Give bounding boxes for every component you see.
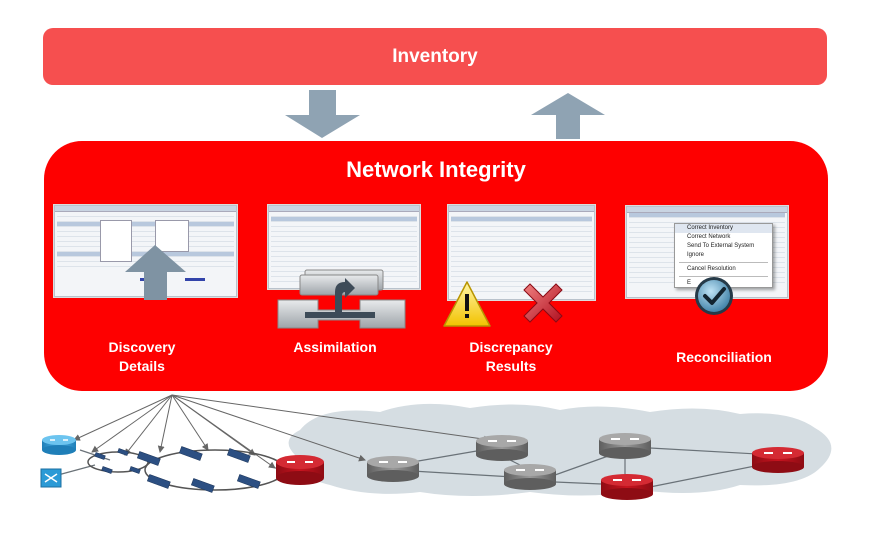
stage-line2: Details [119,358,165,374]
stage-line2: Results [485,358,537,374]
discrepancy-results-screenshot [448,205,595,300]
menu-item-partial[interactable]: E [687,280,692,286]
stage-label-reconciliation: Reconciliation [664,348,784,367]
gray-router-icon [476,435,528,461]
arrow-up-icon [531,93,605,139]
network-links [57,446,776,488]
stage-line1: Assimilation [293,339,377,355]
optical-node [129,466,141,474]
blue-router-icon [42,435,76,455]
stage-line1: Discovery [108,339,176,355]
red-router-icon [601,474,653,500]
menu-item-correct-network[interactable]: Correct Network [687,234,731,240]
stage-line1: Discrepancy [469,339,553,355]
red-router-icon [276,455,324,485]
stage-label-discovery: Discovery Details [92,338,192,376]
stage-label-assimilation: Assimilation [285,338,385,357]
menu-item-send-external[interactable]: Send To External System [687,243,755,249]
gray-router-icon [504,464,556,490]
reconciliation-context-menu: Correct Inventory Correct Network Send T… [674,223,773,288]
optical-node [136,451,161,466]
optical-node [146,474,171,489]
optical-node [178,446,203,461]
stage-label-discrepancy: Discrepancy Results [461,338,561,376]
network-integrity-title: Network Integrity [346,157,526,182]
optical-nodes [94,446,261,493]
optical-ring-small [87,451,149,473]
gray-router-icon [367,456,419,482]
optical-node [190,478,215,493]
red-router-icon [752,447,804,473]
inventory-label: Inventory [392,45,478,67]
discovery-details-screenshot [54,205,237,297]
blue-switch-icon [40,468,62,488]
network-cloud [288,403,832,496]
discovery-lines [73,394,491,469]
optical-node [94,452,106,460]
menu-item-correct-inventory[interactable]: Correct Inventory [675,224,772,233]
menu-separator [679,262,768,263]
gray-router-icon [599,433,651,459]
menu-item-ignore[interactable]: Ignore [687,252,705,258]
menu-separator [679,276,768,277]
assimilation-screenshot [268,205,420,289]
menu-item-cancel-resolution[interactable]: Cancel Resolution [687,266,736,272]
optical-node [236,474,261,489]
optical-node [226,448,251,463]
inventory-bar: Inventory [43,28,827,85]
arrow-down-icon [285,90,360,138]
optical-node [117,448,129,456]
optical-ring-large [144,449,286,491]
optical-node [101,466,113,474]
stage-line1: Reconciliation [676,349,772,365]
